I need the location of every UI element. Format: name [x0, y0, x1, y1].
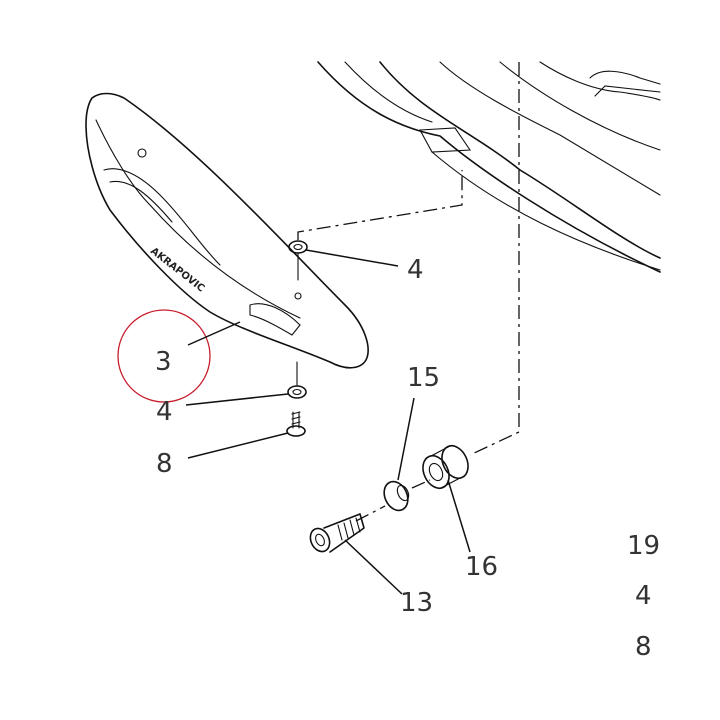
leader-16: [447, 479, 471, 553]
bolt: [309, 513, 365, 553]
exhaust-muffler-body: [317, 61, 661, 273]
leader-13: [344, 539, 403, 595]
callout-16: 16: [465, 552, 498, 582]
callout-4-lower: 4: [156, 397, 173, 427]
washer-lower: [287, 385, 307, 399]
leader-4-lower: [185, 393, 289, 406]
leader-8: [187, 432, 289, 459]
callout-4-upper: 4: [407, 255, 424, 285]
leader-4-upper: [305, 249, 399, 267]
callout-8: 8: [156, 449, 173, 479]
washer-15: [383, 480, 410, 512]
leader-3: [187, 321, 241, 346]
side-list-item-1: 19: [627, 531, 660, 561]
alignment-line-shield: [297, 170, 463, 240]
side-list-item-3: 8: [635, 632, 652, 662]
alignment-line-bushing: [469, 62, 520, 456]
washer-upper: [288, 240, 308, 254]
bushing: [422, 444, 469, 490]
side-list-item-2: 4: [635, 581, 652, 611]
callout-15: 15: [407, 363, 440, 393]
leader-15: [397, 397, 415, 481]
callout-13: 13: [400, 588, 433, 618]
brand-mark: AKRAPOVIC: [148, 246, 206, 295]
alignment-line-bolt: [355, 479, 431, 522]
highlight-circle: [117, 309, 211, 403]
callout-3: 3: [155, 347, 172, 377]
screw: [286, 411, 306, 437]
